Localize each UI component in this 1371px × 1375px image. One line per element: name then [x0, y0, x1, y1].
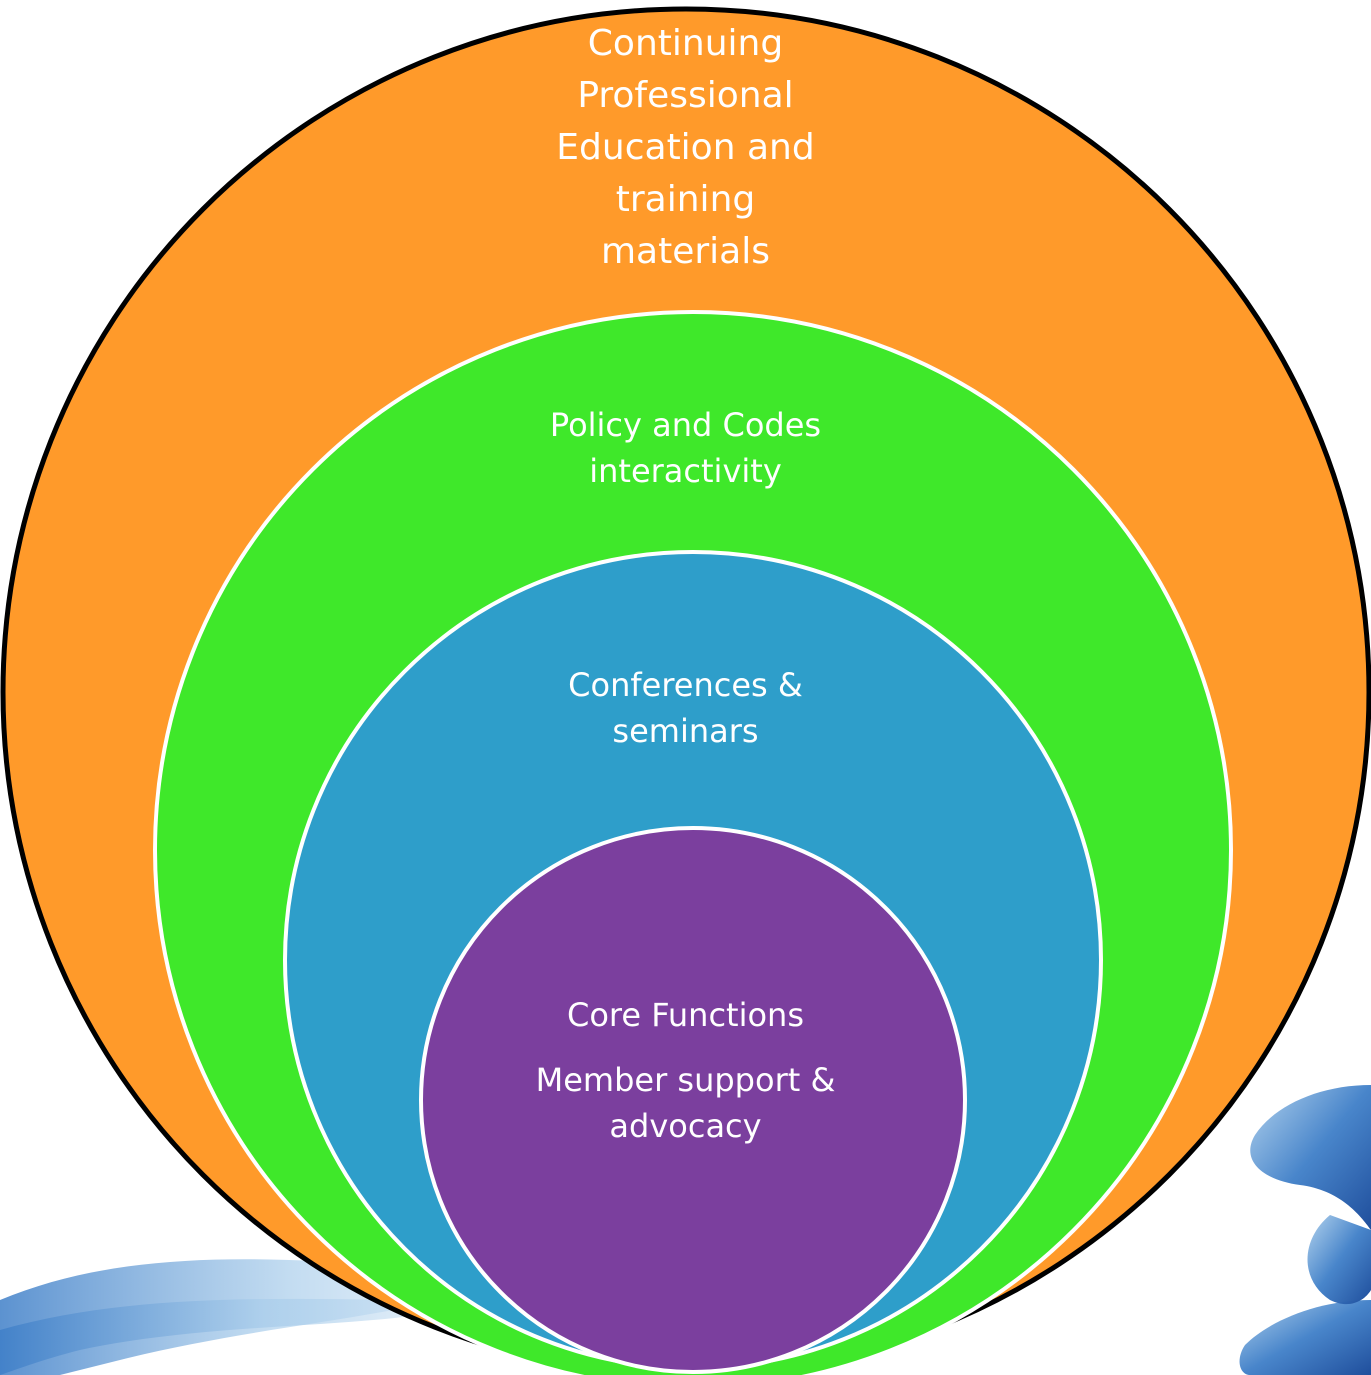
outer-ring-label-line: training: [615, 179, 756, 220]
outer-ring-label-line: Professional: [577, 75, 794, 116]
core-ring-title-line: Core Functions: [566, 996, 804, 1034]
second-ring-label-line: Policy and Codes: [549, 406, 822, 444]
core-ring: [419, 826, 967, 1374]
core-ring-label-line: Member support &: [535, 1061, 836, 1099]
outer-ring-label-line: materials: [600, 231, 770, 272]
core-ring-title: Core Functions: [0, 992, 1371, 1038]
core-ring-label-line: advocacy: [609, 1107, 762, 1145]
second-ring-label-line: interactivity: [589, 452, 782, 490]
outer-ring-label-line: Education and: [556, 127, 815, 168]
outer-ring-label: Continuing Professional Education and tr…: [0, 18, 1371, 278]
third-ring-label-line: seminars: [612, 712, 759, 750]
outer-ring-label-line: Continuing: [587, 23, 784, 64]
second-ring-label: Policy and Codes interactivity: [0, 402, 1371, 494]
third-ring-label: Conferences & seminars: [0, 662, 1371, 754]
core-ring-label: Member support & advocacy: [0, 1057, 1371, 1149]
third-ring-label-line: Conferences &: [568, 666, 803, 704]
